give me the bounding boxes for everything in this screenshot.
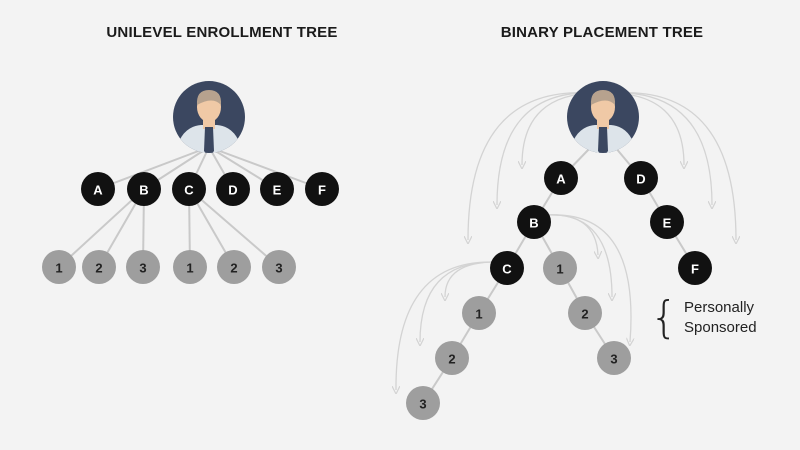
unilevel-link-root-0 [97, 146, 210, 190]
binary-node-e-circle [650, 205, 684, 239]
unilevel-node-c: C [172, 172, 206, 206]
legend-line-2: Sponsored [684, 319, 757, 336]
binary-node-b-label: B [529, 216, 538, 231]
binary-child-node: 2 [568, 296, 602, 330]
unilevel-child-node-label: 2 [95, 261, 102, 276]
unilevel-node-b-circle [127, 172, 161, 206]
binary-node-f-circle [678, 251, 712, 285]
binary-child-node-label: 2 [448, 352, 455, 367]
binary-node-e: E [650, 205, 684, 239]
unilevel-node-c-label: C [184, 183, 194, 198]
unilevel-child-node-label: 3 [139, 261, 146, 276]
unilevel-node-b: B [127, 172, 161, 206]
binary-node-b: B [517, 205, 551, 239]
binary-node-f: F [678, 251, 712, 285]
sponsor-arrow-8 [550, 214, 631, 342]
legend-line-1: Personally [684, 299, 755, 316]
sponsor-arrow-1 [497, 92, 597, 205]
unilevel-child-node-label: 2 [230, 261, 237, 276]
binary-node-f-label: F [691, 262, 699, 277]
sponsor-arrow-9 [445, 261, 497, 297]
unilevel-node-c-circle [172, 172, 206, 206]
unilevel-node-d-circle [216, 172, 250, 206]
binary-node-e-label: E [663, 216, 672, 231]
binary-child-node-circle [462, 296, 496, 330]
binary-child-node-circle [543, 251, 577, 285]
binary-child-node-circle [406, 386, 440, 420]
sponsor-arrow-6 [544, 214, 598, 255]
unilevel-child-node-label: 1 [186, 261, 193, 276]
unilevel-node-a-label: A [93, 183, 103, 198]
unilevel-child-node: 2 [82, 250, 116, 284]
binary-node-d: D [624, 161, 658, 195]
unilevel-child-node-circle [82, 250, 116, 284]
unilevel-node-e-label: E [273, 183, 282, 198]
binary-node-a-circle [544, 161, 578, 195]
unilevel-node-d-label: D [228, 183, 237, 198]
sponsor-arrow-11 [396, 261, 491, 390]
sponsor-arrow-5 [613, 91, 736, 240]
binary-child-node-circle [435, 341, 469, 375]
binary-heading: BINARY PLACEMENT TREE [500, 24, 704, 41]
binary-child-node: 3 [406, 386, 440, 420]
unilevel-child-node: 3 [262, 250, 296, 284]
binary-node-d-circle [624, 161, 658, 195]
binary-node-b-circle [517, 205, 551, 239]
unilevel-node-a-circle [81, 172, 115, 206]
binary-child-node: 3 [597, 341, 631, 375]
unilevel-child-node-circle [42, 250, 76, 284]
tree-nodes: A B C D E F 1 2 3 1 2 3 A D B E C 1 F 1 2 2 3 3 [42, 81, 712, 420]
legend-text: Personally Sponsored [684, 298, 757, 338]
sponsor-arrow-0 [468, 91, 593, 240]
binary-node-c-label: C [502, 262, 512, 277]
binary-node-c: C [490, 251, 524, 285]
unilevel-node-f: F [305, 172, 339, 206]
binary-node-a-label: A [556, 172, 566, 187]
unilevel-child-node: 1 [173, 250, 207, 284]
unilevel-node-e: E [260, 172, 294, 206]
binary-child-node-label: 1 [556, 262, 563, 277]
unilevel-node-f-label: F [318, 183, 326, 198]
unilevel-child-node-circle [173, 250, 207, 284]
binary-child-node-label: 2 [581, 307, 588, 322]
unilevel-child-node: 3 [126, 250, 160, 284]
binary-child-node-circle [568, 296, 602, 330]
binary-root-avatar [567, 81, 639, 153]
unilevel-link-root-5 [208, 146, 323, 190]
unilevel-child-node-circle [262, 250, 296, 284]
binary-child-node-circle [597, 341, 631, 375]
unilevel-child-node: 2 [217, 250, 251, 284]
unilevel-root-avatar [173, 81, 245, 153]
unilevel-child-node-label: 1 [55, 261, 62, 276]
unilevel-link-c-5 [188, 188, 280, 268]
binary-node-c-circle [490, 251, 524, 285]
unilevel-child-node: 1 [42, 250, 76, 284]
unilevel-child-node-circle [126, 250, 160, 284]
binary-node-d-label: D [636, 172, 645, 187]
unilevel-child-node-label: 3 [275, 261, 282, 276]
unilevel-node-f-circle [305, 172, 339, 206]
unilevel-node-b-label: B [139, 183, 148, 198]
unilevel-node-d: D [216, 172, 250, 206]
brace-icon: { [650, 292, 678, 343]
unilevel-node-e-circle [260, 172, 294, 206]
binary-child-node-label: 3 [419, 397, 426, 412]
unilevel-node-a: A [81, 172, 115, 206]
binary-child-node: 2 [435, 341, 469, 375]
legend: { Personally Sponsored [650, 296, 757, 340]
binary-child-node: 1 [462, 296, 496, 330]
binary-child-node-label: 1 [475, 307, 482, 322]
unilevel-child-node-circle [217, 250, 251, 284]
binary-child-node: 1 [543, 251, 577, 285]
sponsor-arrow-4 [609, 92, 712, 205]
unilevel-link-b-0 [58, 188, 145, 268]
unilevel-heading: UNILEVEL ENROLLMENT TREE [106, 24, 338, 41]
binary-child-node-label: 3 [610, 352, 617, 367]
binary-node-a: A [544, 161, 578, 195]
